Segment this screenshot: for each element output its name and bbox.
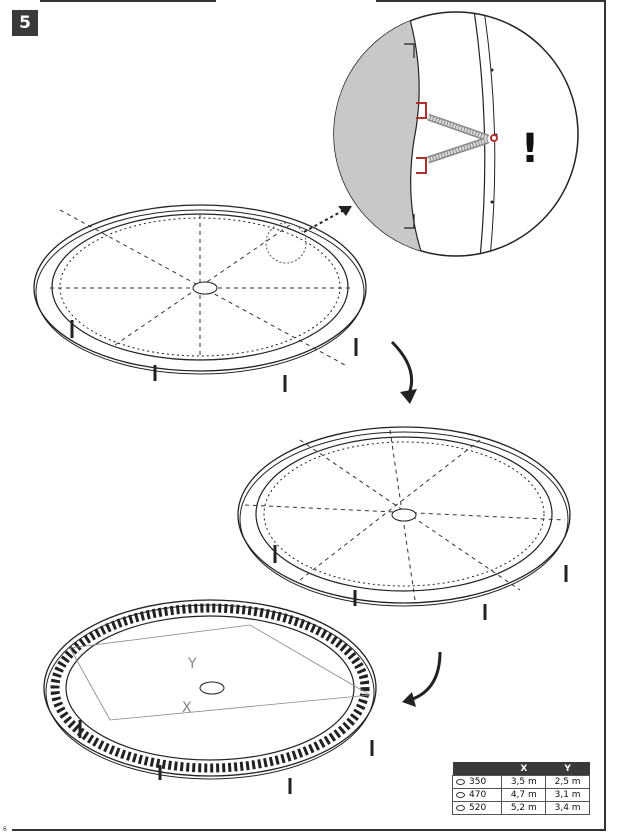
arrow-down-icon — [390, 340, 414, 397]
trampoline-frame-step1 — [33, 204, 367, 392]
spring-detail — [426, 113, 490, 164]
y-cell: 3,1 m — [545, 788, 590, 802]
page-frame-bottom — [12, 829, 606, 831]
table-header-row: X Y — [452, 762, 590, 776]
y-cell: 3,4 m — [545, 801, 590, 815]
dimension-y-label: Y — [187, 656, 197, 672]
x-cell: 5,2 m — [501, 801, 547, 815]
page-number: 6 — [3, 826, 7, 833]
oval-icon — [456, 778, 465, 785]
page-frame-right — [604, 0, 606, 830]
model-cell: 520 — [451, 801, 503, 815]
oval-icon — [456, 804, 465, 811]
model-cell: 470 — [451, 788, 503, 802]
arrow-down-left-icon — [409, 651, 442, 702]
dimensions-table: X Y 350 3,5 m 2,5 m 470 4,7 m 3,1 m 520 … — [451, 762, 590, 815]
x-cell: 3,5 m — [501, 775, 547, 789]
page-frame-top-left — [40, 0, 216, 2]
warning-icon: ! — [521, 126, 539, 172]
table-row: 520 5,2 m 3,4 m — [451, 801, 590, 815]
zoom-pointer — [303, 209, 345, 233]
y-cell: 2,5 m — [545, 775, 590, 789]
model-cell: 350 — [451, 775, 503, 789]
table-header-y: Y — [545, 762, 590, 776]
zoom-detail-circle — [333, 11, 579, 257]
page-frame-top-right — [376, 0, 604, 2]
step-number-badge: 5 — [12, 10, 38, 36]
oval-icon — [456, 791, 465, 798]
table-header-x: X — [501, 762, 546, 776]
dimension-x-label: X — [182, 700, 192, 716]
table-row: 470 4,7 m 3,1 m — [451, 788, 590, 802]
table-header — [452, 762, 502, 776]
x-cell: 4,7 m — [501, 788, 547, 802]
trampoline-frame-step2 — [237, 426, 571, 620]
trampoline-frame-step3: Y X — [43, 599, 377, 794]
table-row: 350 3,5 m 2,5 m — [451, 775, 590, 789]
